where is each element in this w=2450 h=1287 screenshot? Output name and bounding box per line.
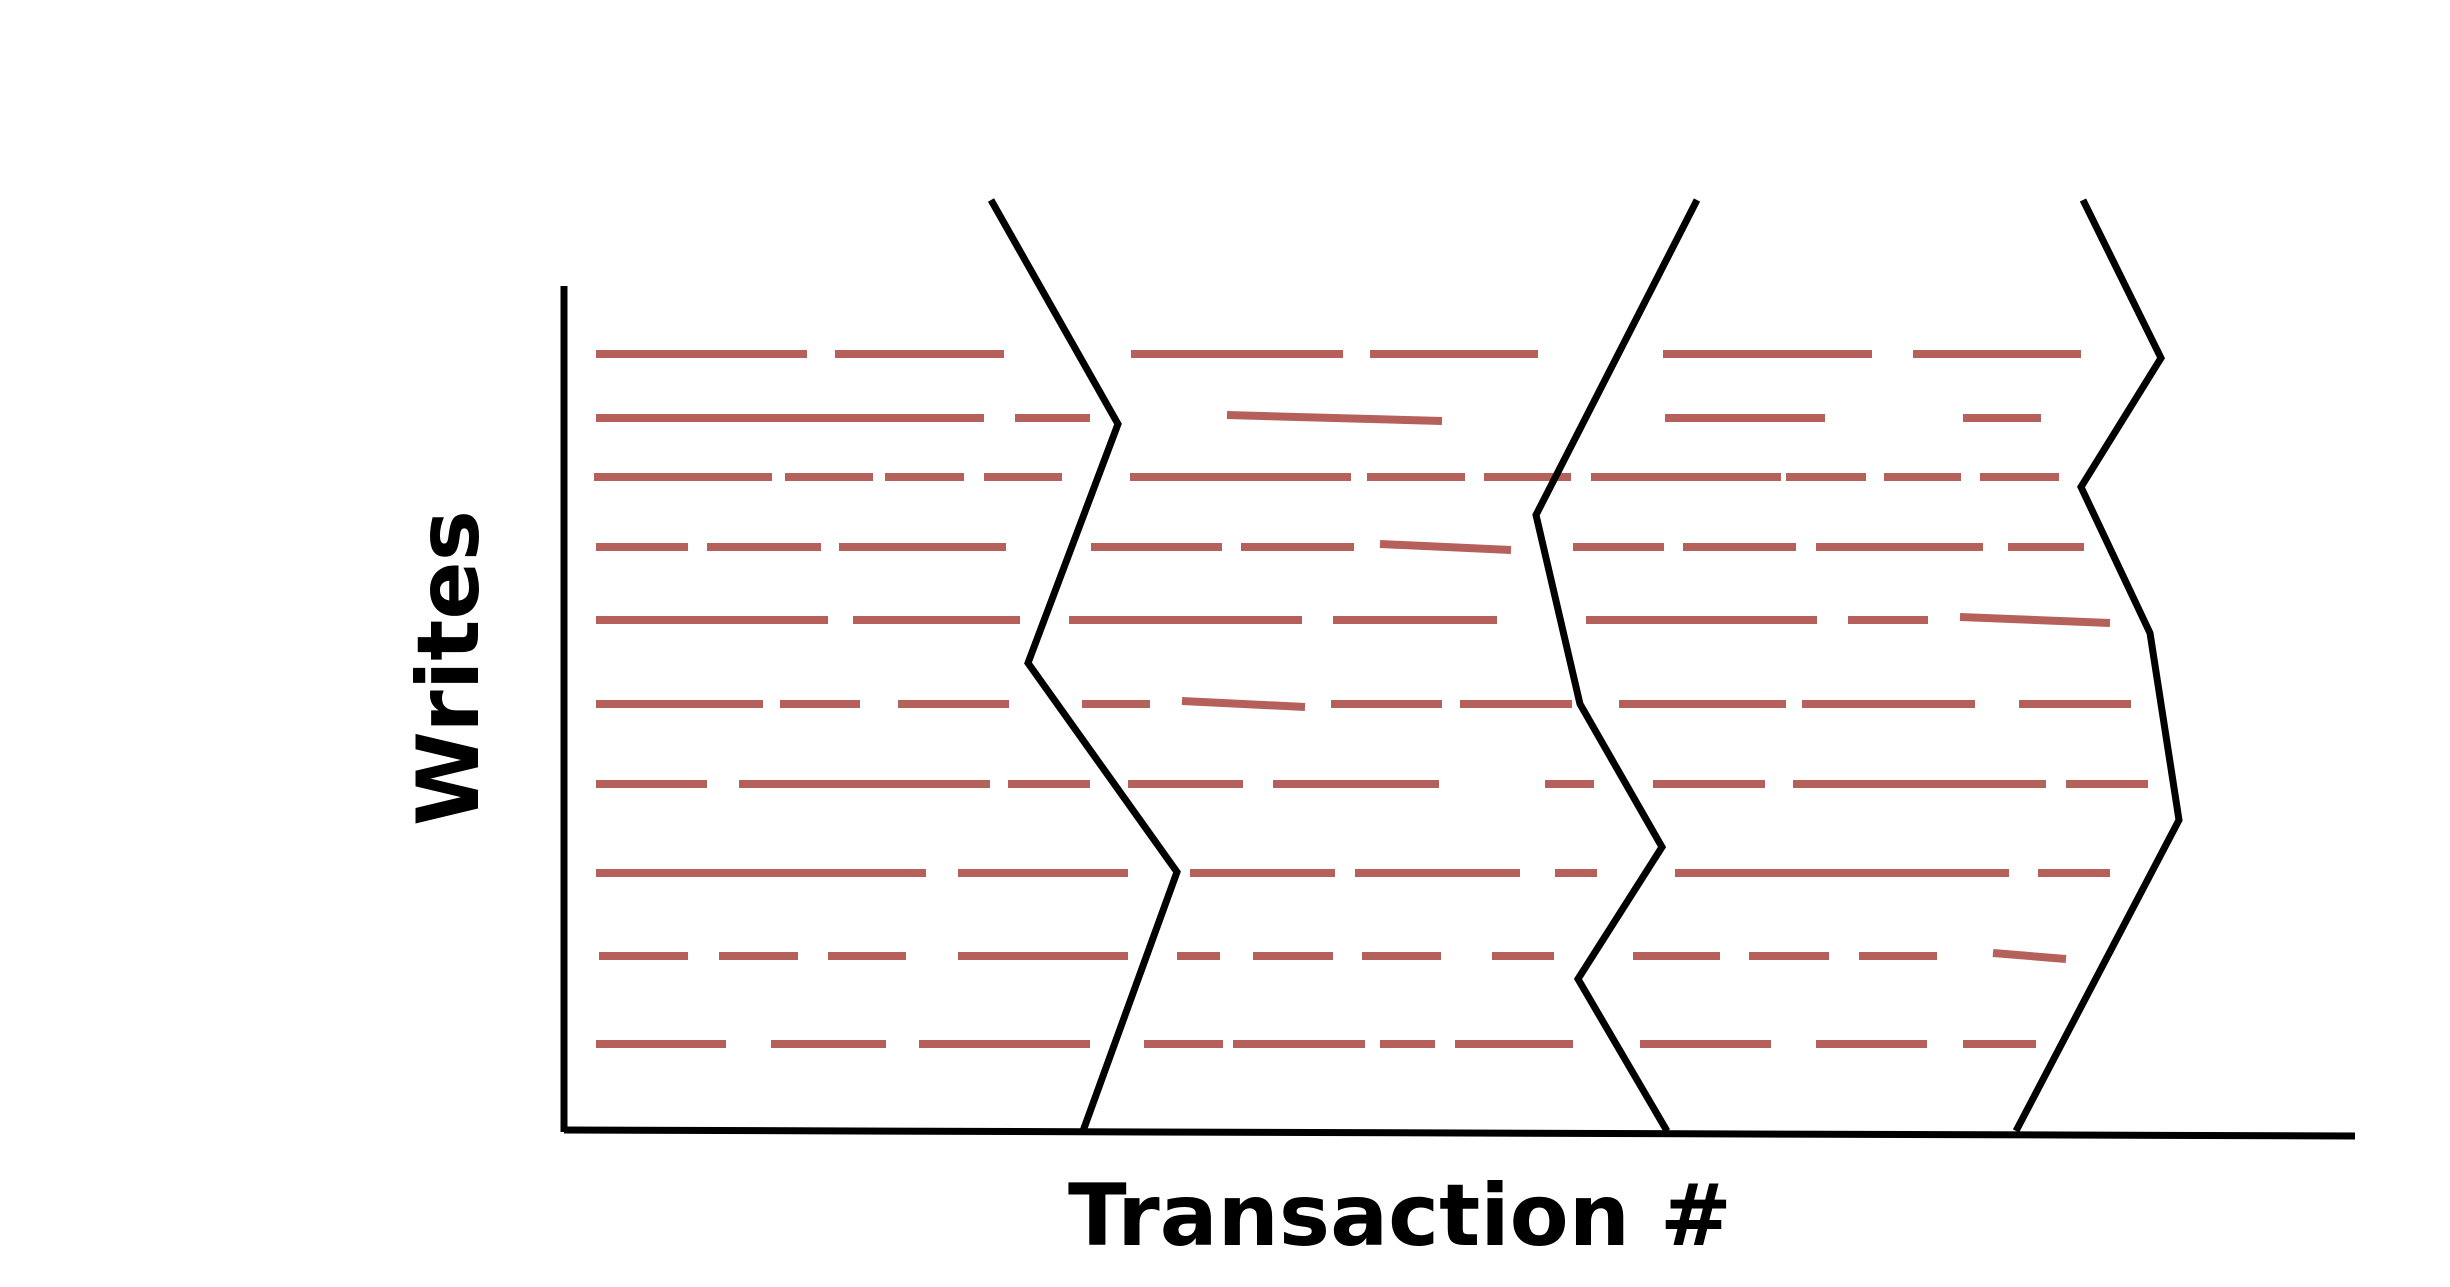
write-segment [1992, 949, 2067, 963]
x-axis-line [563, 1126, 2356, 1140]
write-segment [1379, 540, 1512, 554]
transaction-boundary-line [2012, 198, 2183, 1133]
x-axis-label: Transaction # [1068, 1166, 1732, 1266]
transaction-boundary-line [987, 198, 1181, 1133]
write-segments [594, 350, 2148, 1048]
axes [560, 286, 2356, 1140]
y-axis-label: Writes [399, 510, 499, 826]
transaction-boundary-line [1532, 198, 1701, 1133]
transaction-boundaries [987, 198, 2183, 1133]
write-segment [1959, 613, 2111, 627]
write-segment [1181, 697, 1306, 711]
write-segment [1226, 411, 1443, 425]
